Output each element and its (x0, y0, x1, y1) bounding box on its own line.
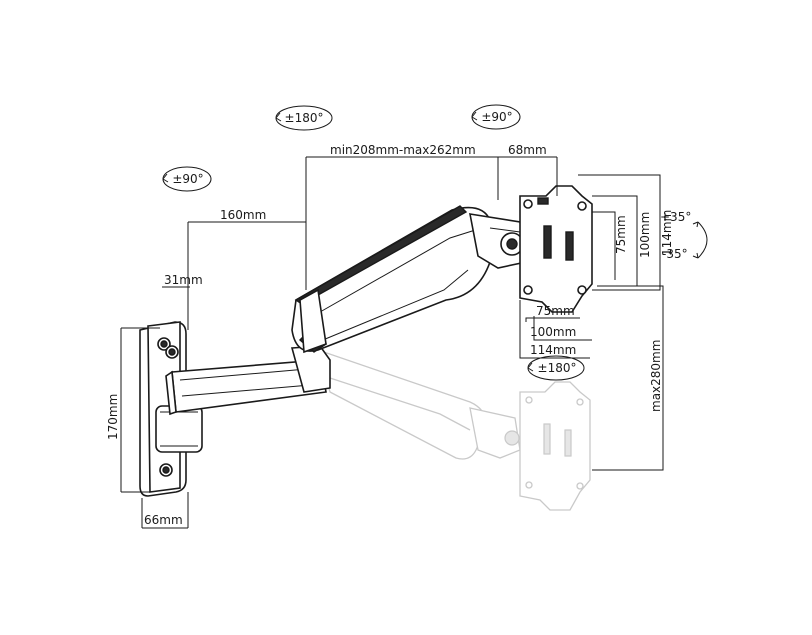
plate-offset-label: 31mm (164, 273, 203, 287)
rotation-badge-head-rotate: ±180° (527, 355, 585, 381)
plate-width-label: 66mm (144, 513, 183, 527)
ghost-arm-lowered (317, 348, 521, 460)
ghost-vesa-plate (519, 381, 591, 511)
tilt-joint (469, 213, 527, 269)
upper-arm (291, 205, 491, 354)
rotation-badge-arm: ±180° (275, 105, 333, 131)
rotation-badge-wall: ±90° (162, 166, 212, 192)
svg-text:±180°: ±180° (538, 361, 577, 375)
plate-height-label: 170mm (106, 394, 120, 440)
tilt-up-label: +35° (660, 210, 691, 224)
vesa-114-side-label: 114mm (660, 210, 674, 256)
head-depth-label: 68mm (508, 143, 547, 157)
rotation-badge-head-swivel: ±90° (471, 104, 521, 130)
vesa-plate (519, 185, 593, 313)
vertical-travel-label: max280mm (649, 340, 663, 412)
vesa-100-side-label: 100mm (638, 212, 652, 258)
svg-text:±90°: ±90° (172, 172, 203, 186)
vesa-100-bottom-label: 100mm (530, 325, 576, 339)
tilt-arc-icon (692, 221, 708, 259)
svg-text:±90°: ±90° (481, 110, 512, 124)
wall-plate (139, 321, 203, 497)
arm-length-label: 160mm (220, 208, 266, 222)
lower-arm (165, 345, 331, 416)
vesa-75-side-label: 75mm (614, 215, 628, 254)
arm-extension-label: min208mm-max262mm (330, 143, 476, 157)
tilt-down-label: -35° (662, 247, 688, 261)
svg-text:±180°: ±180° (285, 111, 324, 125)
vesa-114-bottom-label: 114mm (530, 343, 576, 357)
vesa-75-bottom-label: 75mm (536, 304, 575, 318)
dimension-lines (120, 156, 664, 529)
